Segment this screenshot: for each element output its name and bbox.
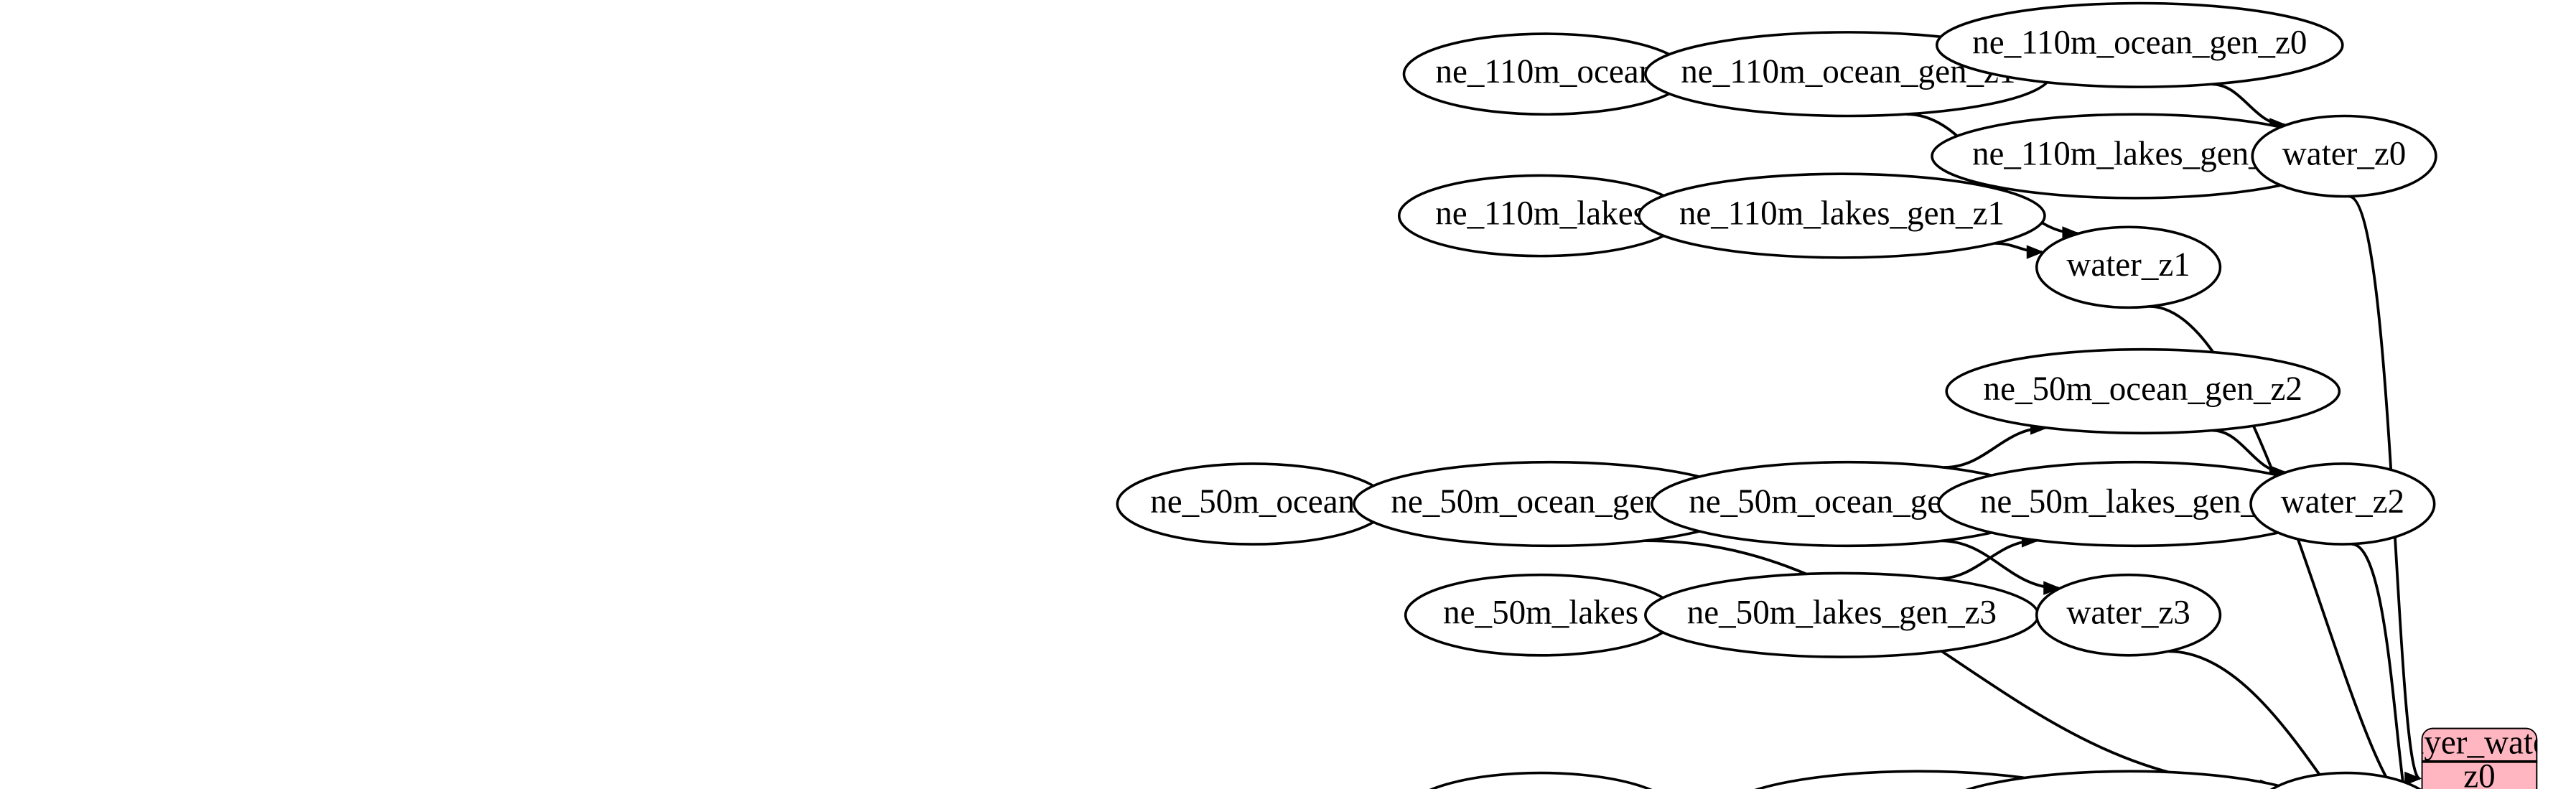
node-ne_50m_ocean_gen_z2[interactable]: ne_50m_ocean_gen_z2 — [1945, 347, 2341, 435]
node-ne_10m_lakes[interactable]: ne_10m_lakes — [1406, 771, 1676, 789]
node-shape-water_z2[interactable] — [2249, 462, 2436, 546]
edge-ne_50m_ocean_gen_z3-to-water_z3 — [1941, 539, 2059, 590]
layer-water-row-z0[interactable] — [2421, 760, 2538, 789]
node-ne_10m_lakes_gen_z4[interactable]: ne_10m_lakes_gen_z4 — [1933, 770, 2326, 789]
node-ne_50m_lakes_gen_z3[interactable]: ne_50m_lakes_gen_z3 — [1644, 571, 2040, 658]
node-water_z3[interactable]: water_z3 — [2035, 573, 2222, 657]
layer-water-table-body: layer_waterz0z1z2z3z4z5z6z7z8z9z10z11z12… — [2421, 727, 2538, 789]
node-shape-ne_110m_lakes_gen_z1[interactable] — [1638, 172, 2046, 259]
nodes-layer: imposm3osm_water_polygonosm_ocean_polygo… — [1116, 1, 2438, 789]
node-shape-water_z0[interactable] — [2251, 114, 2437, 198]
arrowhead-39 — [2043, 581, 2061, 595]
node-ne_110m_lakes_gen_z1[interactable]: ne_110m_lakes_gen_z1 — [1638, 172, 2046, 259]
arrowhead-52 — [2404, 771, 2422, 786]
node-ne_50m_ocean[interactable]: ne_50m_ocean — [1116, 462, 1389, 546]
node-shape-ne_50m_ocean_gen_z2[interactable] — [1945, 347, 2341, 435]
layer-water-table: layer_waterz0z1z2z3z4z5z6z7z8z9z10z11z12… — [2421, 727, 2538, 789]
arrowhead-49 — [2026, 245, 2045, 259]
edge-water_z2-to-layer_water-z2 — [2351, 542, 2405, 789]
node-water_z0[interactable]: water_z0 — [2251, 114, 2437, 198]
edge-water_z3-to-layer_water-z3 — [2168, 650, 2332, 789]
edge-ne_50m_ocean_gen_z4-to-water_z4 — [1645, 539, 2276, 788]
node-shape-ne_50m_lakes[interactable] — [1404, 573, 1678, 657]
node-shape-ne_10m_lakes[interactable] — [1406, 771, 1676, 789]
node-shape-ne_50m_ocean[interactable] — [1116, 462, 1389, 546]
node-shape-water_z4[interactable] — [2254, 771, 2438, 789]
node-shape-ne_110m_ocean_gen_z0[interactable] — [1935, 1, 2344, 88]
node-shape-ne_50m_lakes_gen_z3[interactable] — [1644, 571, 2040, 658]
node-ne_110m_ocean_gen_z0[interactable]: ne_110m_ocean_gen_z0 — [1935, 1, 2344, 88]
node-water_z1[interactable]: water_z1 — [2035, 225, 2222, 309]
layer-water-header[interactable] — [2421, 727, 2538, 763]
node-shape-ne_10m_lakes_gen_z4[interactable] — [1933, 770, 2326, 789]
node-water_z4[interactable]: water_z4 — [2254, 771, 2438, 789]
node-shape-water_z1[interactable] — [2035, 225, 2222, 309]
node-ne_50m_lakes[interactable]: ne_50m_lakes — [1404, 573, 1678, 657]
node-water_z2[interactable]: water_z2 — [2249, 462, 2436, 546]
node-shape-water_z3[interactable] — [2035, 573, 2222, 657]
